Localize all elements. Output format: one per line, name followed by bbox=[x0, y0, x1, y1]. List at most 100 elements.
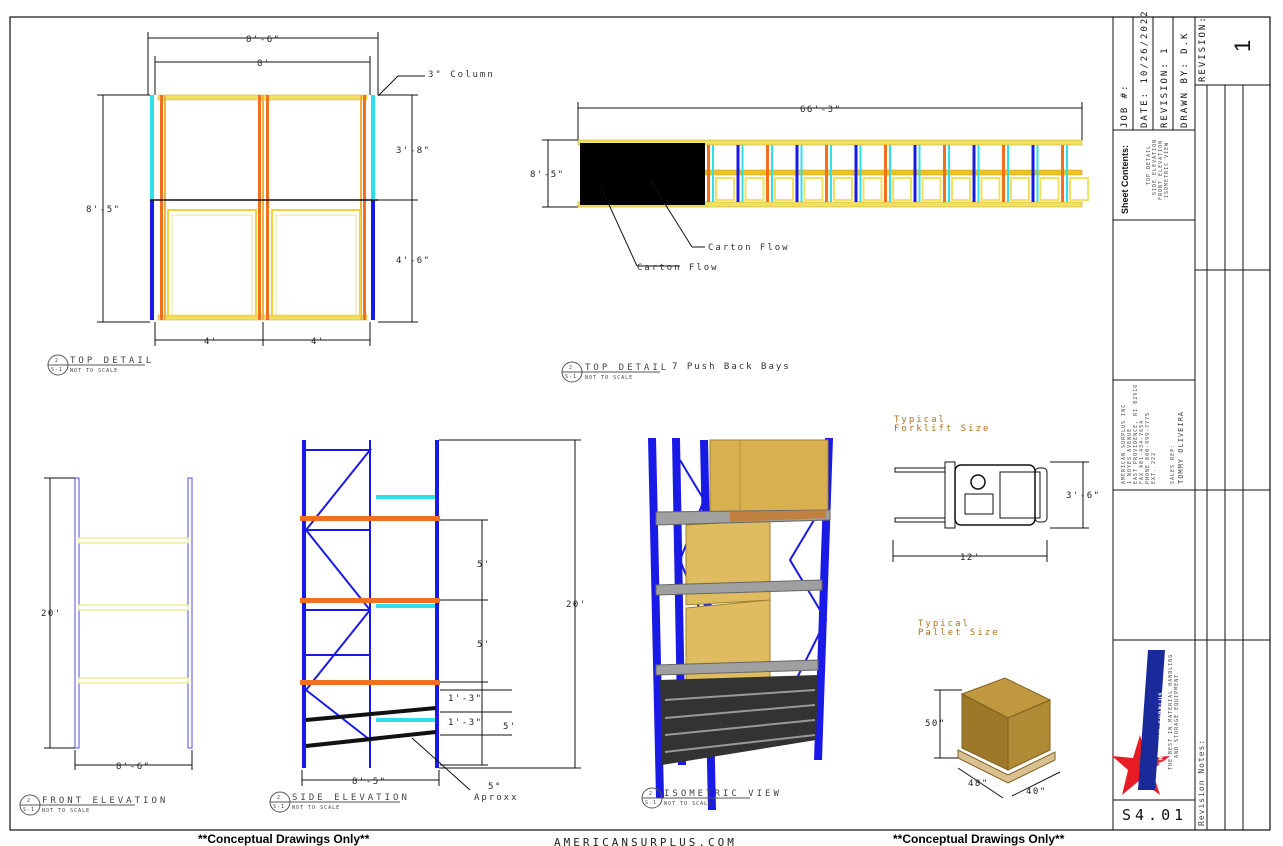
svg-text:PHONE 800-999-7775: PHONE 800-999-7775 bbox=[1145, 412, 1151, 484]
footer-website[interactable]: AMERICANSURPLUS.COM bbox=[554, 836, 737, 846]
revision: REVISION: 1 bbox=[1160, 46, 1170, 128]
top-detail-push-back: 66'-3" 8'-5" Carton Flow Carton Flow bbox=[530, 102, 1089, 273]
bay-upright bbox=[1007, 145, 1009, 202]
angle-note: Aproxx bbox=[474, 793, 519, 803]
bay-pallet bbox=[774, 177, 794, 201]
bay-upright bbox=[712, 145, 714, 202]
bay-pallet bbox=[862, 177, 883, 201]
bay-upright bbox=[972, 145, 976, 202]
svg-text:FRONT ELEVATION: FRONT ELEVATION bbox=[1158, 140, 1164, 200]
dim-depth: 8'-5" bbox=[530, 170, 565, 180]
svg-text:AMERICAN SURPLUS: AMERICAN SURPLUS bbox=[1158, 691, 1165, 765]
bay-upright bbox=[943, 145, 946, 202]
front-elevation: 20' 8'-6" bbox=[41, 477, 193, 772]
bay-upright bbox=[859, 145, 862, 202]
dim-depth: 8'-5" bbox=[86, 205, 121, 215]
svg-text:S-1: S-1 bbox=[23, 807, 35, 813]
bay-upright bbox=[977, 145, 980, 202]
bay-upright bbox=[913, 145, 917, 202]
bay-upright bbox=[854, 145, 858, 202]
dim-pallet-depth: 40" bbox=[1026, 787, 1047, 797]
svg-text:2: 2 bbox=[277, 795, 281, 801]
svg-text:ISOMETRIC VIEW: ISOMETRIC VIEW bbox=[1164, 142, 1170, 198]
side-elevation: 5' 5' 5' 20' 1'-3" 1'-3" 8'-5" 5° Aproxx bbox=[300, 439, 587, 803]
dim-offset2: 1'-3" bbox=[448, 718, 483, 728]
bay-upright bbox=[741, 145, 744, 202]
view-title: FRONT ELEVATION bbox=[42, 796, 168, 806]
svg-text:EXT. 222: EXT. 222 bbox=[1151, 452, 1157, 484]
view-subtitle: NOT TO SCALE bbox=[585, 375, 633, 381]
sheet-contents-label: Sheet Contents: bbox=[1120, 145, 1130, 214]
bay-pallet bbox=[803, 177, 824, 201]
bay-upright bbox=[1031, 145, 1035, 202]
dim-height: 20' bbox=[41, 609, 62, 619]
view-label-top-detail-2: 2S-1 TOP DETAIL NOT TO SCALE 7 Push Back… bbox=[561, 361, 789, 383]
svg-text:2: 2 bbox=[55, 358, 59, 364]
dim-lower: 4'-6" bbox=[396, 256, 431, 266]
bay-upright bbox=[825, 145, 828, 202]
top-detail-rack: 8'-6" 8' 3" Column 8'-5" 3'-8" 4'-6" 4' … bbox=[86, 32, 495, 347]
pallet-label-1: Typical bbox=[918, 619, 970, 629]
dim-forklift-length: 12' bbox=[960, 553, 981, 563]
view-label-side-elevation: 2S-1 SIDE ELEVATION NOT TO SCALE bbox=[269, 791, 407, 813]
pallet-label-2: Pallet Size bbox=[918, 628, 1000, 638]
dim-width: 8'-5" bbox=[352, 777, 387, 787]
title-block bbox=[1112, 17, 1270, 830]
svg-text:2: 2 bbox=[569, 365, 573, 371]
svg-text:S-1: S-1 bbox=[565, 374, 577, 380]
bay-upright bbox=[1002, 145, 1005, 202]
bay-upright bbox=[830, 145, 832, 202]
dim-height: 20' bbox=[566, 600, 587, 610]
bay-upright bbox=[1036, 145, 1039, 202]
svg-text:TOP DETAIL: TOP DETAIL bbox=[1146, 145, 1152, 185]
title-block-text: JOB #: DATE: 10/26/2022 REVISION: 1 DRAW… bbox=[1112, 9, 1255, 826]
bay-pallet bbox=[1069, 177, 1089, 201]
dim-level2: 5' bbox=[477, 640, 491, 650]
bay-pallet bbox=[980, 177, 1001, 201]
view-title: ISOMETRIC VIEW bbox=[664, 789, 782, 799]
bay-upright bbox=[889, 145, 891, 202]
forklift-label-2: Forklift Size bbox=[894, 424, 990, 434]
bay-upright bbox=[948, 145, 950, 202]
forklift-label-1: Typical bbox=[894, 415, 946, 425]
sales-rep: TOMMY OLIVEIRA bbox=[1177, 411, 1185, 484]
bay-pallet bbox=[833, 177, 853, 201]
revision-header: REVISION: bbox=[1198, 15, 1208, 82]
revision-notes-label: Revision Notes: bbox=[1197, 739, 1206, 826]
bay-pallet bbox=[921, 177, 942, 201]
view-title: TOP DETAIL bbox=[585, 363, 669, 373]
svg-text:FAX 401-434-7654: FAX 401-434-7654 bbox=[1139, 420, 1145, 484]
view-title: TOP DETAIL bbox=[70, 356, 154, 366]
dim-bay-left: 4' bbox=[204, 337, 218, 347]
view-subtitle: NOT TO SCALE bbox=[70, 368, 118, 374]
job-number: JOB #: bbox=[1120, 83, 1130, 128]
bay-upright bbox=[707, 145, 710, 202]
bay-pallet bbox=[892, 177, 912, 201]
svg-text:SALES REP:: SALES REP: bbox=[1170, 444, 1176, 484]
dim-overall-width: 8'-6" bbox=[246, 35, 281, 45]
bay-upright bbox=[766, 145, 769, 202]
footer-disclaimer-right: **Conceptual Drawings Only** bbox=[893, 832, 1065, 846]
bay-pallet bbox=[1010, 177, 1030, 201]
dim-inner-width: 8' bbox=[257, 59, 271, 69]
dim-pallet-height: 50" bbox=[925, 719, 946, 729]
bay-upright bbox=[918, 145, 921, 202]
svg-text:2: 2 bbox=[649, 791, 653, 797]
dim-forklift-width: 3'-6" bbox=[1066, 491, 1101, 501]
isometric-view bbox=[648, 438, 833, 810]
dim-level1: 5' bbox=[477, 560, 491, 570]
view-label-isometric: 2S-1 ISOMETRIC VIEW NOT TO SCALE bbox=[641, 787, 782, 809]
bay-pallet bbox=[744, 177, 765, 201]
sheet-number: S4.01 bbox=[1122, 806, 1187, 824]
pallet: Typical Pallet Size 50" 48" 40" bbox=[918, 619, 1061, 799]
column-callout: 3" Column bbox=[428, 70, 495, 80]
logo-text-block bbox=[1138, 650, 1165, 790]
footer-disclaimer-left: **Conceptual Drawings Only** bbox=[198, 832, 370, 846]
svg-text:AND STORAGE EQUIPMENT: AND STORAGE EQUIPMENT bbox=[1174, 674, 1180, 758]
dim-length: 66'-3" bbox=[800, 105, 842, 115]
bay-upright bbox=[800, 145, 803, 202]
view-label-front-elevation: 2S-1 FRONT ELEVATION NOT TO SCALE bbox=[19, 794, 168, 816]
dim-offset1: 1'-3" bbox=[448, 694, 483, 704]
forklift: Typical Forklift Size 3'-6" 12' bbox=[892, 415, 1101, 563]
bay-pallet bbox=[1039, 177, 1060, 201]
